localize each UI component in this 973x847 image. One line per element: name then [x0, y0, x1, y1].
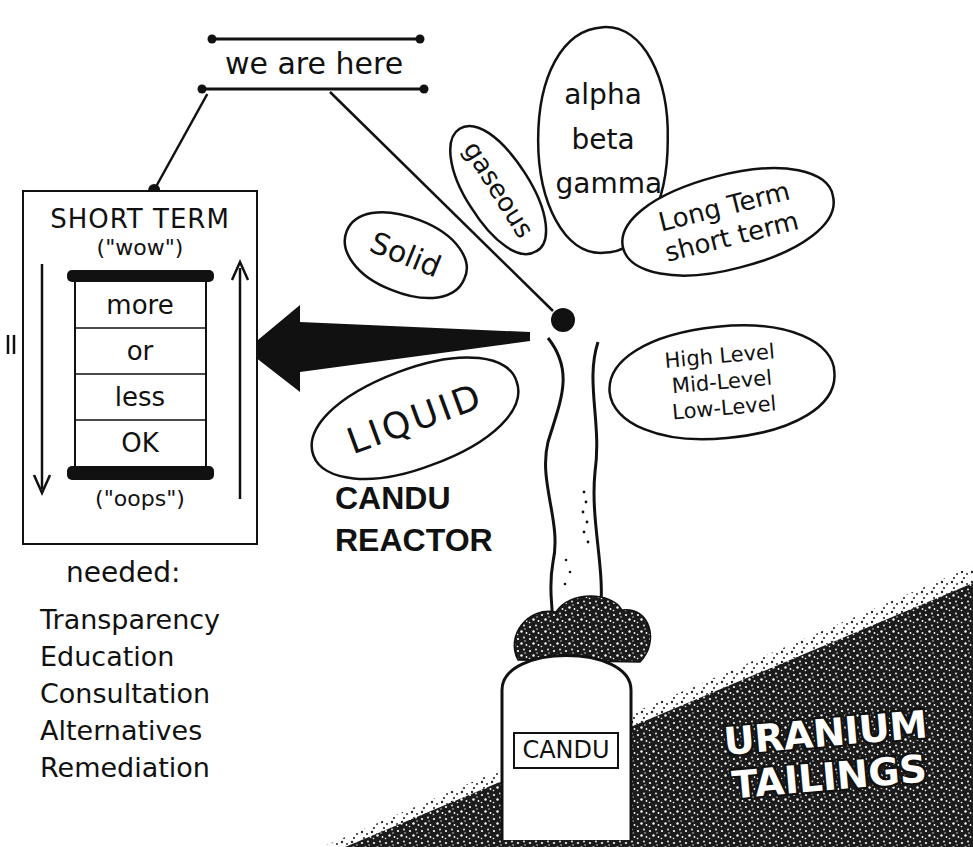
petal-outline [612, 150, 845, 294]
node-text: more [67, 282, 214, 328]
scroll-roller [67, 466, 214, 480]
center-dot [551, 308, 575, 332]
petal-outline [297, 335, 534, 502]
sign-bar [202, 88, 424, 91]
location-sign: we are here [198, 34, 430, 94]
petal: Solid [327, 193, 482, 318]
range-arrows [34, 262, 248, 499]
needed-item: Transparency [40, 604, 220, 636]
sign-dot [416, 35, 425, 44]
connector [154, 94, 207, 190]
scroll-list: moreorlessOK [67, 270, 214, 480]
bush [514, 596, 650, 662]
node-text: less [67, 374, 214, 420]
sign-dot [208, 35, 217, 44]
petal: High Level Mid-Level Low-Level [597, 312, 846, 451]
tailings-fringe [322, 566, 973, 847]
row-rule [75, 373, 206, 375]
sign-dot [198, 85, 207, 94]
needed-heading: needed: [66, 556, 180, 590]
node-text: alpha beta gamma [555, 73, 650, 207]
node-text: High Level Mid-Level Low-Level [649, 337, 795, 428]
needed-item: Remediation [40, 752, 210, 784]
petal-outline [332, 196, 478, 313]
reactor-label: CANDU REACTOR [335, 478, 550, 561]
reactor-building: CANDU [496, 640, 637, 840]
node-text: CANDU [513, 732, 618, 769]
node-text: or [67, 328, 214, 374]
tick-mark [13, 335, 16, 354]
needed-item: Consultation [40, 678, 210, 710]
tick-mark [7, 335, 10, 354]
stem-line [593, 342, 601, 615]
scroll-roller [67, 270, 214, 282]
row-rule [75, 327, 206, 329]
petal-outline [605, 317, 840, 448]
sign-dot [420, 85, 429, 94]
sign-bar [212, 38, 420, 41]
needed-item: Alternatives [40, 715, 202, 747]
stem-stipple [564, 491, 590, 586]
tailings-hill [345, 583, 973, 847]
needed-item: Education [40, 641, 174, 673]
short-term-box: SHORT TERM("wow") moreorlessOK ("oops") [22, 190, 258, 545]
connector-group [148, 94, 207, 196]
stem-line [546, 338, 564, 615]
building-outline [502, 656, 631, 841]
row-rule [75, 419, 206, 421]
node-text: we are here [225, 46, 403, 82]
node-text: SHORT TERM [50, 204, 230, 235]
node-text: OK [67, 420, 214, 466]
node-text: ("wow") [97, 235, 184, 261]
node-text: ("oops") [95, 486, 185, 512]
